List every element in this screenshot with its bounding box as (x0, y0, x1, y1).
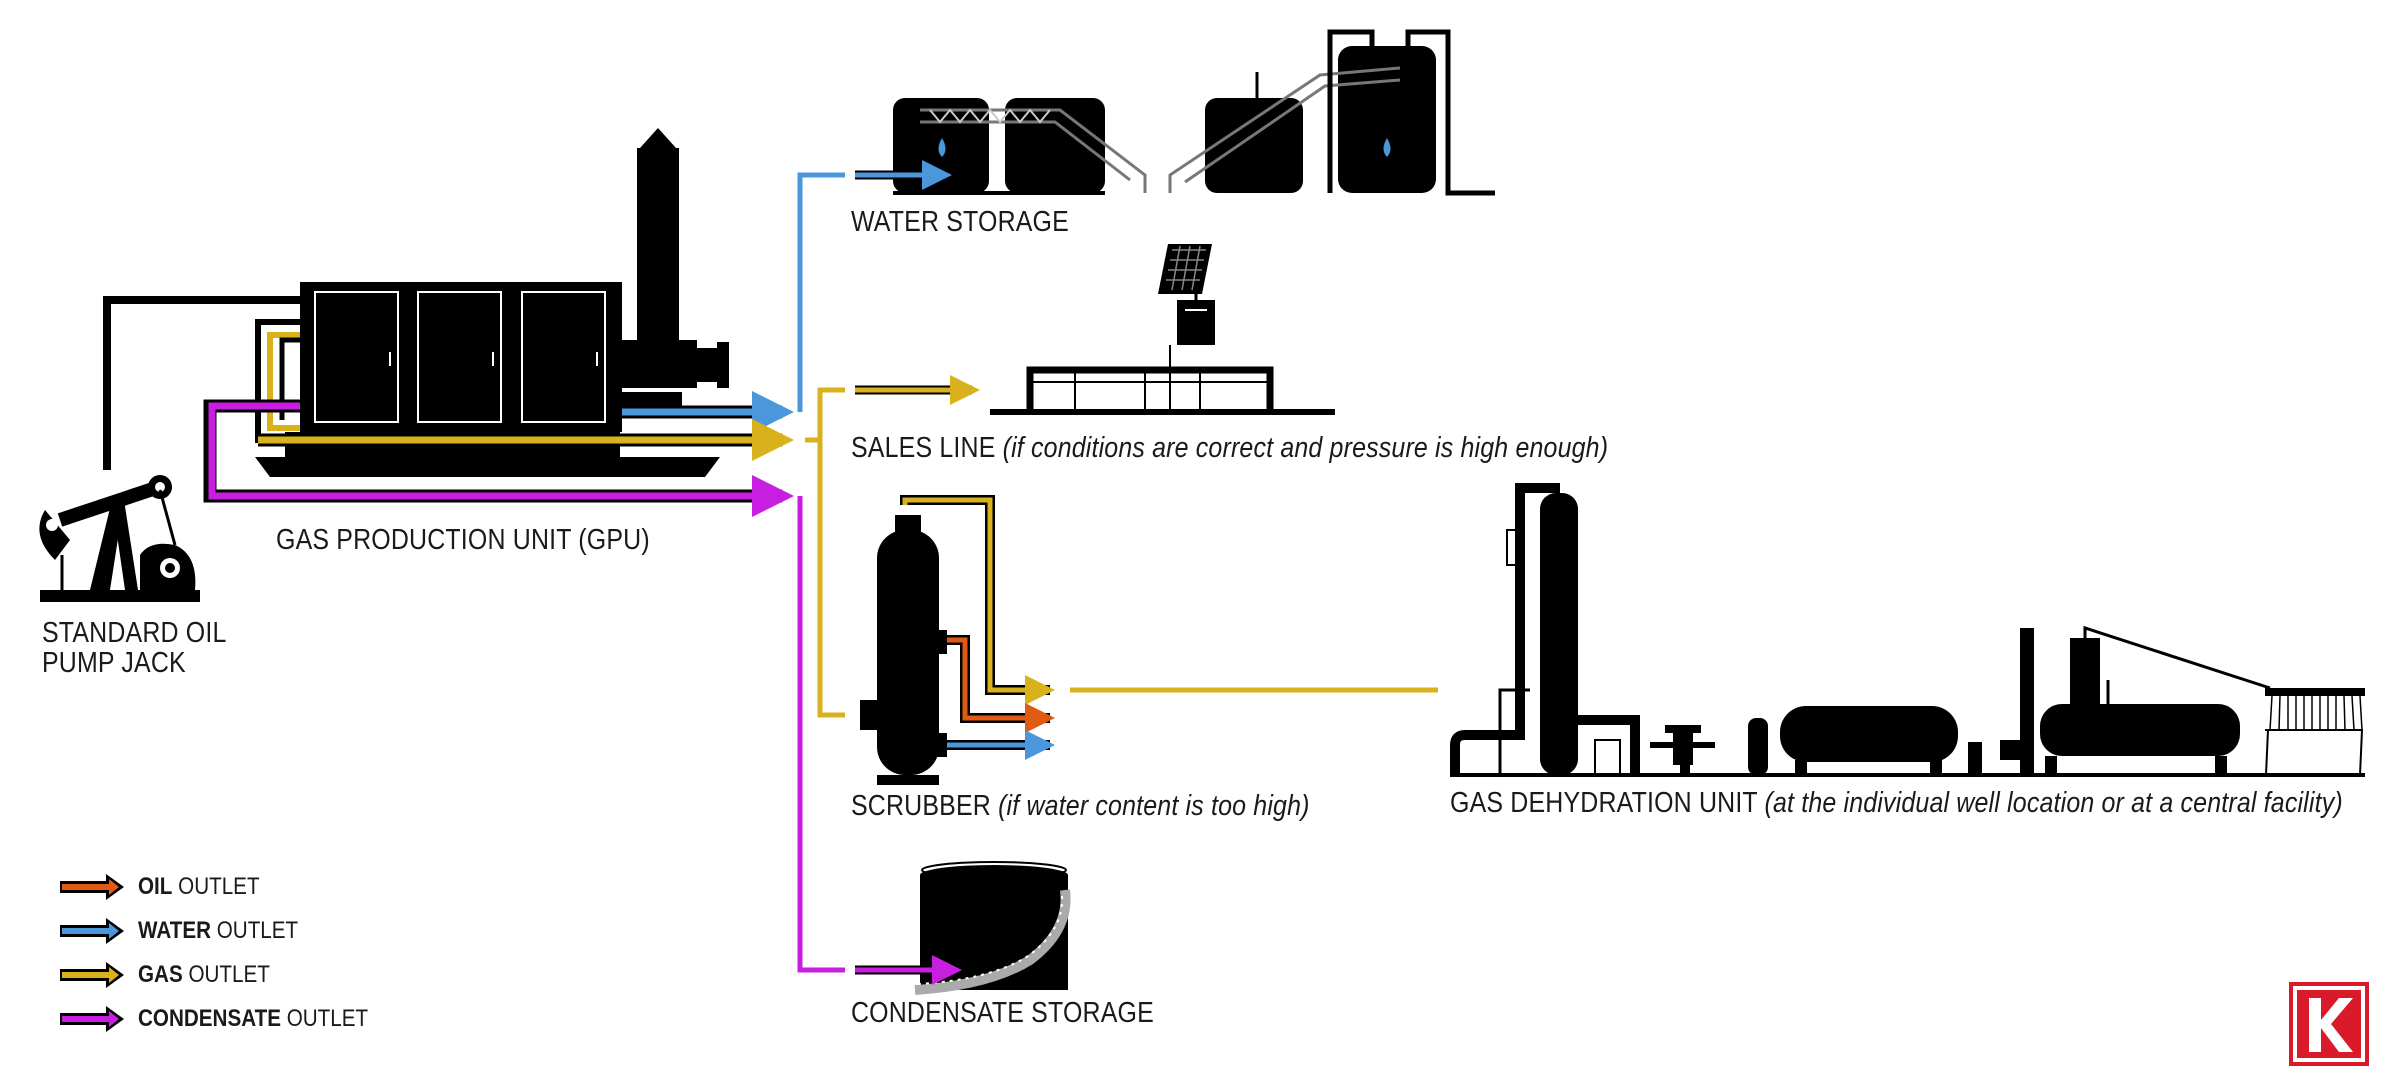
scrubber-label-text: SCRUBBER (851, 790, 991, 822)
scrubber-icon (860, 495, 1438, 785)
water-storage-label: WATER STORAGE (851, 207, 1069, 237)
gas-production-unit-icon (255, 128, 729, 477)
dehydration-label: GAS DEHYDRATION UNIT (at the individual … (1450, 788, 2343, 818)
condensate-outlet-line (203, 399, 845, 973)
legend-rest-condensate: OUTLET (280, 1005, 369, 1032)
oil-arrow-icon (60, 874, 124, 900)
legend-label-water: WATER OUTLET (138, 917, 298, 945)
pump-jack-label-line2: PUMP JACK (42, 647, 186, 680)
legend-label-oil: OIL OUTLET (138, 873, 260, 901)
sales-line-note: (if conditions are correct and pressure … (1002, 432, 1609, 464)
k-logo-icon (2289, 982, 2369, 1066)
gas-dehydration-unit-icon (1450, 483, 2365, 777)
gas-outlet-line (258, 387, 845, 718)
water-storage-icon (855, 29, 1495, 196)
condensate-storage-icon (855, 861, 1071, 995)
gpu-label-text: GAS PRODUCTION UNIT (GPU) (276, 524, 650, 556)
gas-arrow-icon (60, 962, 124, 988)
sales-line-label-text: SALES LINE (851, 432, 996, 464)
legend-item-condensate: CONDENSATE OUTLET (58, 1002, 406, 1036)
dehydration-note: (at the individual well location or at a… (1764, 787, 2343, 819)
pump-jack-icon (39, 296, 300, 602)
legend-bold-gas: GAS (138, 961, 183, 988)
water-outlet-line (622, 172, 845, 433)
dehydration-label-text: GAS DEHYDRATION UNIT (1450, 787, 1758, 819)
legend-bold-water: WATER (138, 917, 212, 944)
condensate-storage-label: CONDENSATE STORAGE (851, 998, 1154, 1028)
sales-line-icon (855, 244, 1335, 415)
legend-rest-water: OUTLET (211, 917, 299, 944)
legend-rest-gas: OUTLET (182, 961, 270, 988)
pump-jack-label: STANDARD OIL PUMP JACK (42, 618, 227, 679)
gpu-label: GAS PRODUCTION UNIT (GPU) (276, 525, 650, 555)
legend-item-gas: GAS OUTLET (58, 958, 291, 992)
legend-item-water: WATER OUTLET (58, 914, 324, 948)
legend-label-gas: GAS OUTLET (138, 961, 270, 989)
condensate-storage-label-text: CONDENSATE STORAGE (851, 997, 1154, 1029)
legend-rest-oil: OUTLET (172, 873, 260, 900)
water-storage-label-text: WATER STORAGE (851, 206, 1069, 238)
scrubber-note: (if water content is too high) (998, 790, 1310, 822)
legend-item-oil: OIL OUTLET (58, 870, 279, 904)
scrubber-label: SCRUBBER (if water content is too high) (851, 791, 1310, 821)
condensate-arrow-icon (60, 1006, 124, 1032)
legend-bold-condensate: CONDENSATE (138, 1005, 281, 1032)
legend-label-condensate: CONDENSATE OUTLET (138, 1005, 368, 1033)
legend-bold-oil: OIL (138, 873, 173, 900)
water-arrow-icon (60, 918, 124, 944)
sales-line-label: SALES LINE (if conditions are correct an… (851, 433, 1608, 463)
pump-jack-label-line1: STANDARD OIL (42, 617, 227, 649)
